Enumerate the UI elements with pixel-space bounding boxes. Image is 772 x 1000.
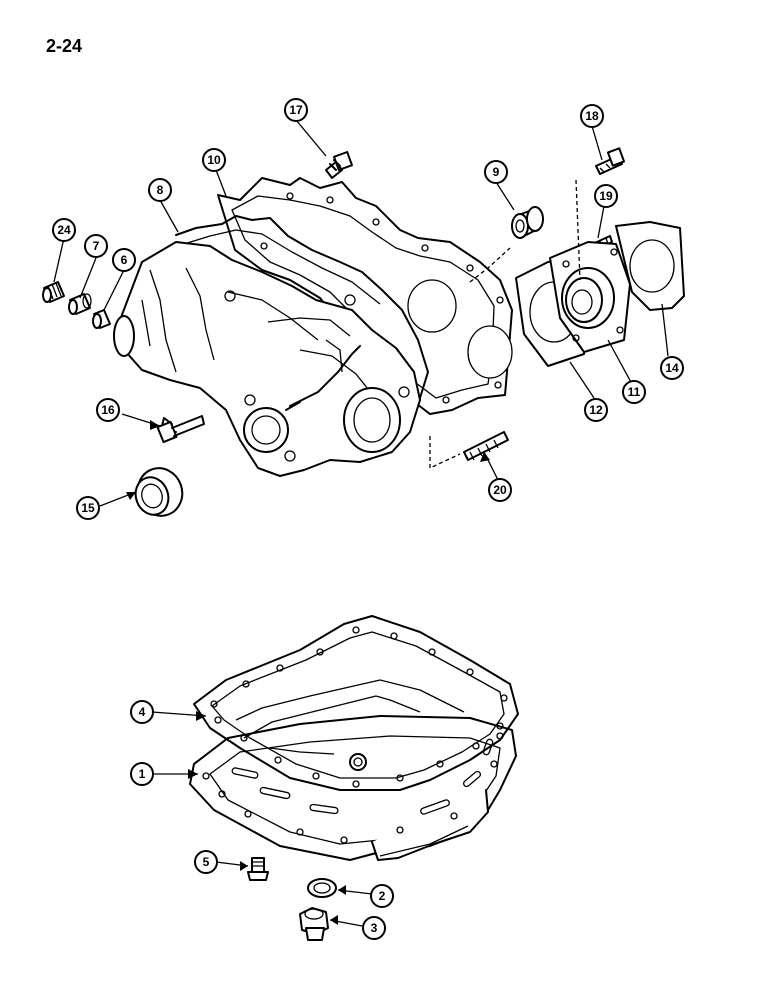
oil-pan bbox=[189, 715, 517, 861]
alignment-lines bbox=[429, 179, 581, 469]
callout-10: 10 bbox=[202, 148, 226, 172]
callout-19: 19 bbox=[594, 184, 618, 208]
callout-label-10: 10 bbox=[207, 153, 221, 167]
callout-7: 7 bbox=[84, 234, 108, 258]
page-number: 2-24 bbox=[46, 36, 83, 56]
stud-20 bbox=[463, 431, 509, 461]
callout-label-19: 19 bbox=[599, 189, 613, 203]
callout-label-20: 20 bbox=[493, 483, 507, 497]
callout-11: 11 bbox=[622, 380, 646, 404]
leader-lines bbox=[53, 119, 669, 927]
callout-label-24: 24 bbox=[57, 223, 71, 237]
callout-label-14: 14 bbox=[665, 361, 679, 375]
callout-label-15: 15 bbox=[81, 501, 95, 515]
callout-4: 4 bbox=[130, 700, 154, 724]
front-cover-housing bbox=[113, 241, 421, 477]
callout-label-4: 4 bbox=[139, 705, 146, 719]
callout-label-5: 5 bbox=[203, 855, 210, 869]
callout-6: 6 bbox=[112, 248, 136, 272]
oil-pan-gasket bbox=[193, 615, 519, 791]
bolt-17 bbox=[325, 151, 353, 179]
oil-seal-15 bbox=[134, 467, 184, 517]
callout-label-7: 7 bbox=[93, 239, 100, 253]
callout-label-18: 18 bbox=[585, 109, 599, 123]
callout-2: 2 bbox=[370, 884, 394, 908]
callout-18: 18 bbox=[580, 104, 604, 128]
callout-label-16: 16 bbox=[101, 403, 115, 417]
callout-label-6: 6 bbox=[121, 253, 128, 267]
callout-1: 1 bbox=[130, 762, 154, 786]
gasket-14 bbox=[615, 221, 685, 311]
callout-20: 20 bbox=[488, 478, 512, 502]
bolt-16 bbox=[156, 415, 205, 444]
dowel-6 bbox=[92, 309, 111, 329]
callout-24: 24 bbox=[52, 218, 76, 242]
callout-label-2: 2 bbox=[379, 889, 386, 903]
callout-17: 17 bbox=[284, 98, 308, 122]
callout-15: 15 bbox=[76, 496, 100, 520]
callout-3: 3 bbox=[362, 916, 386, 940]
stud-24 bbox=[42, 281, 65, 303]
drain-plug-3 bbox=[299, 907, 329, 941]
callout-5: 5 bbox=[194, 850, 218, 874]
callout-16: 16 bbox=[96, 398, 120, 422]
callout-label-1: 1 bbox=[139, 767, 146, 781]
callout-14: 14 bbox=[660, 356, 684, 380]
dowel-7 bbox=[68, 293, 92, 315]
callout-label-8: 8 bbox=[157, 183, 164, 197]
callout-label-17: 17 bbox=[289, 103, 303, 117]
oil-pan-inner-wall bbox=[235, 679, 465, 771]
washer-2 bbox=[307, 878, 337, 898]
callout-label-11: 11 bbox=[628, 385, 641, 399]
callout-8: 8 bbox=[148, 178, 172, 202]
housing-gasket bbox=[175, 215, 429, 405]
callout-12: 12 bbox=[584, 398, 608, 422]
callout-9: 9 bbox=[484, 160, 508, 184]
callout-label-9: 9 bbox=[493, 165, 500, 179]
bearing-cover-11 bbox=[549, 241, 631, 353]
bearing-9 bbox=[511, 206, 544, 239]
bolt-18 bbox=[595, 147, 626, 175]
bolt-5 bbox=[247, 857, 269, 881]
callout-label-12: 12 bbox=[589, 403, 603, 417]
callout-label-3: 3 bbox=[371, 921, 378, 935]
